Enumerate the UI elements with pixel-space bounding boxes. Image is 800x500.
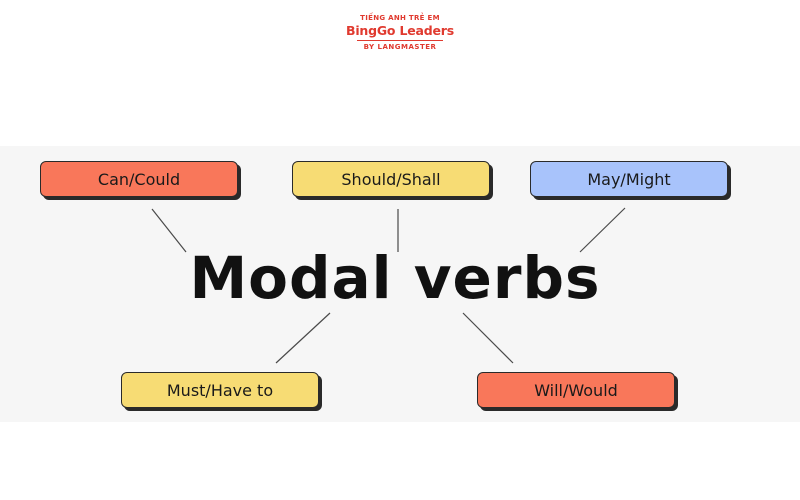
- connector-may-might: [579, 207, 626, 253]
- node-can-could: Can/Could: [40, 161, 238, 197]
- node-must-have-to: Must/Have to: [121, 372, 319, 408]
- connector-will-would: [462, 312, 514, 364]
- connector-must-have-to: [275, 312, 331, 364]
- node-may-might: May/Might: [530, 161, 728, 197]
- node-will-would: Will/Would: [477, 372, 675, 408]
- node-should-shall: Should/Shall: [292, 161, 490, 197]
- connector-can-could: [151, 208, 187, 253]
- logo-brand-name: BingGo Leaders: [346, 23, 454, 38]
- logo-tagline: TIẾNG ANH TRẺ EM: [360, 14, 440, 22]
- center-topic-title: Modal verbs: [189, 244, 601, 312]
- logo-divider: [357, 40, 443, 41]
- logo-subtitle: BY LANGMASTER: [363, 43, 437, 51]
- brand-logo: TIẾNG ANH TRẺ EM BingGo Leaders BY LANGM…: [340, 14, 460, 58]
